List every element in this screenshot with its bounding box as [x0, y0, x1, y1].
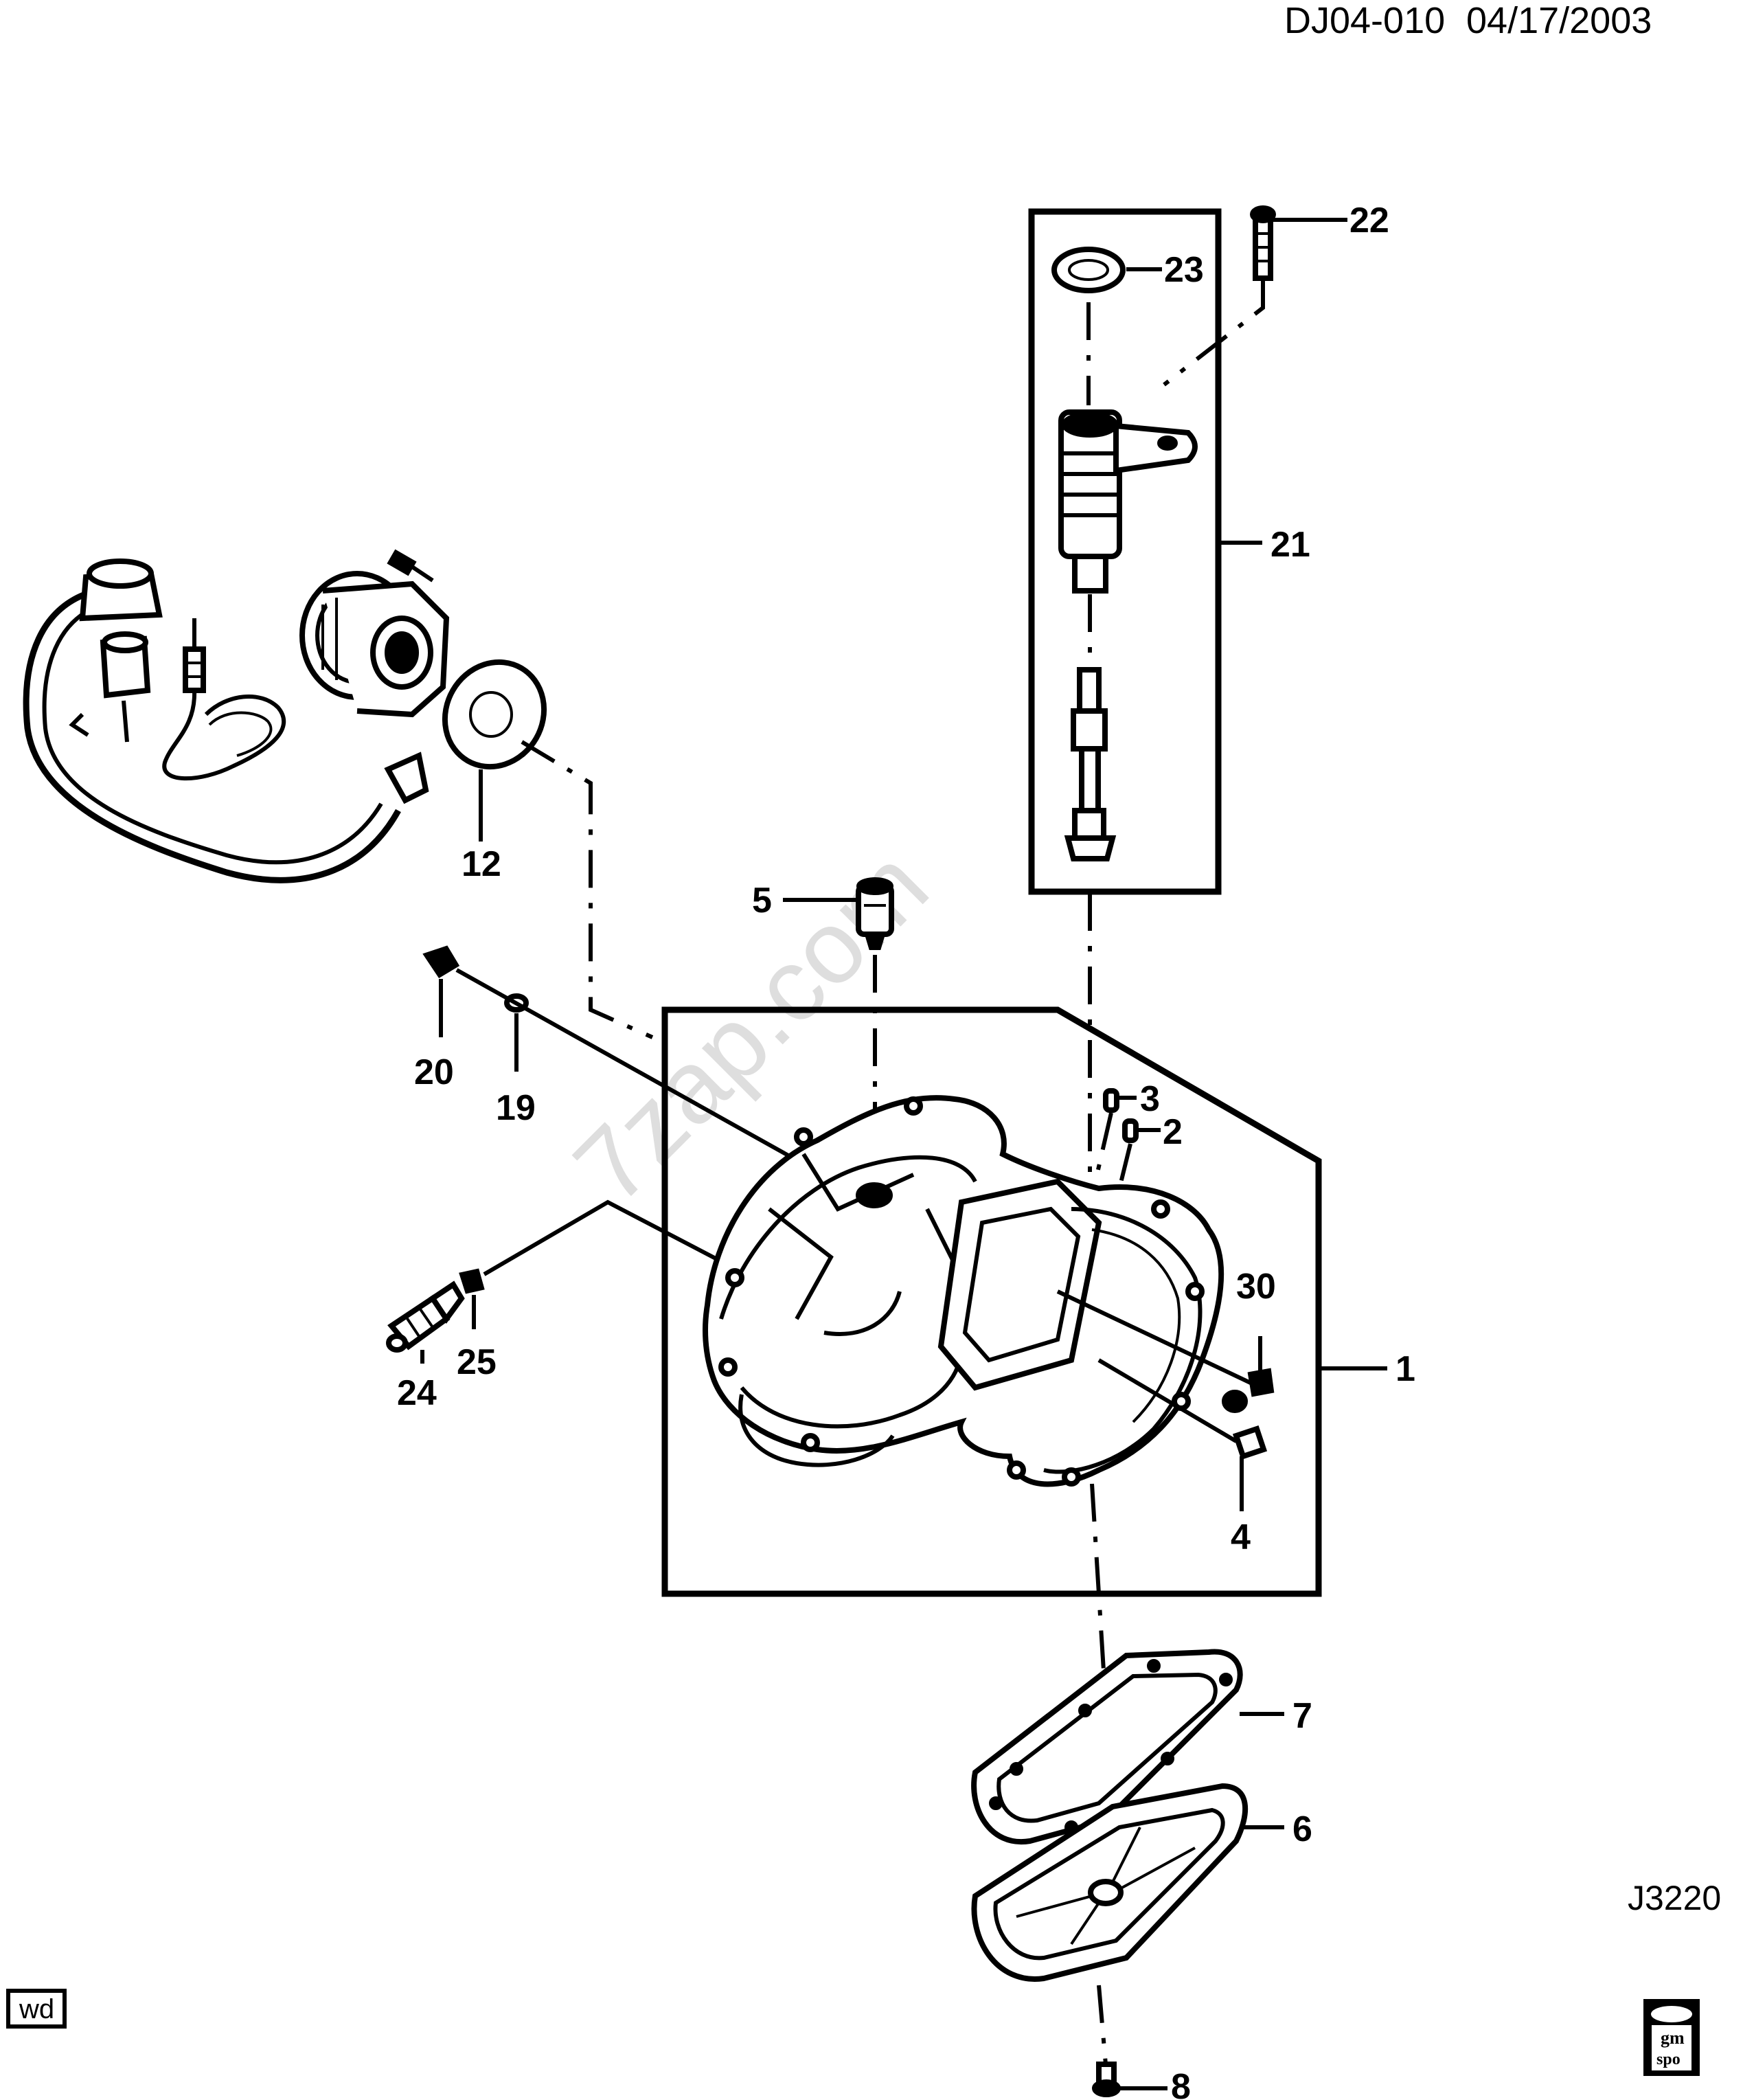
bolt-22-axis — [1163, 280, 1265, 387]
pin-2 — [1122, 1118, 1139, 1143]
wd-badge: wd — [19, 1994, 54, 2024]
callout-1: 1 — [1395, 1349, 1415, 1389]
callout-6: 6 — [1292, 1809, 1312, 1849]
plug-5 — [856, 877, 894, 950]
bolt-8 — [1092, 2062, 1121, 2097]
callout-5: 5 — [752, 881, 772, 921]
bolt-4 — [1232, 1425, 1268, 1460]
washer-25 — [459, 1268, 485, 1294]
callout-25: 25 — [457, 1342, 497, 1382]
callout-12: 12 — [462, 844, 501, 884]
oil-pan-cover-6 — [971, 1783, 1249, 1982]
washer-12-axis — [521, 740, 654, 1039]
diagram-date: 04/17/2003 — [1466, 0, 1652, 41]
plug-20 — [422, 945, 460, 979]
pin-2-axis — [1117, 1143, 1132, 1189]
plug-30 — [1222, 1368, 1275, 1413]
logo-line-2: spo — [1656, 2051, 1681, 2068]
callout-30: 30 — [1236, 1267, 1276, 1307]
wd-badge-frame — [6, 1989, 67, 2029]
callout-8: 8 — [1171, 2067, 1191, 2100]
plug-20-axis — [455, 968, 812, 1170]
clutch-release-bearing-assembly — [23, 549, 450, 883]
callout-4: 4 — [1231, 1517, 1251, 1557]
logo-line-1: gm — [1661, 2028, 1685, 2048]
o-ring-23 — [1051, 247, 1126, 293]
bolt-4-axis — [1097, 1358, 1238, 1443]
callout-7: 7 — [1292, 1696, 1312, 1736]
switch-24 — [386, 1280, 465, 1353]
gasket-7 — [971, 1649, 1243, 1845]
speedometer-driven-gear-housing — [1058, 409, 1198, 594]
pin-3-axis — [1093, 1112, 1113, 1182]
cover-axis-upper — [1090, 1483, 1108, 1704]
callout-24: 24 — [397, 1373, 437, 1413]
speedometer-assembly-box — [1028, 208, 1222, 895]
callout-2: 2 — [1163, 1112, 1183, 1152]
speedometer-driven-gear — [1064, 667, 1117, 861]
bolt-22 — [1250, 205, 1276, 281]
callout-3: 3 — [1140, 1079, 1160, 1119]
cover-axis-lower — [1097, 1985, 1108, 2065]
callout-20: 20 — [414, 1052, 454, 1092]
plug-30-axis — [1056, 1289, 1255, 1386]
illustration-code: J3220 — [1628, 1879, 1721, 1917]
washer-12 — [442, 659, 547, 770]
callout-21: 21 — [1271, 525, 1310, 565]
gm-spo-logo: gm spo — [1643, 1999, 1700, 2076]
callout-22: 22 — [1349, 201, 1389, 240]
diagram-code: DJ04-010 — [1284, 0, 1445, 41]
transaxle-case — [703, 1095, 1224, 1487]
callout-23: 23 — [1164, 250, 1204, 290]
transaxle-case-box — [661, 1006, 1322, 1597]
pin-3 — [1103, 1088, 1119, 1113]
callout-19: 19 — [496, 1088, 536, 1128]
